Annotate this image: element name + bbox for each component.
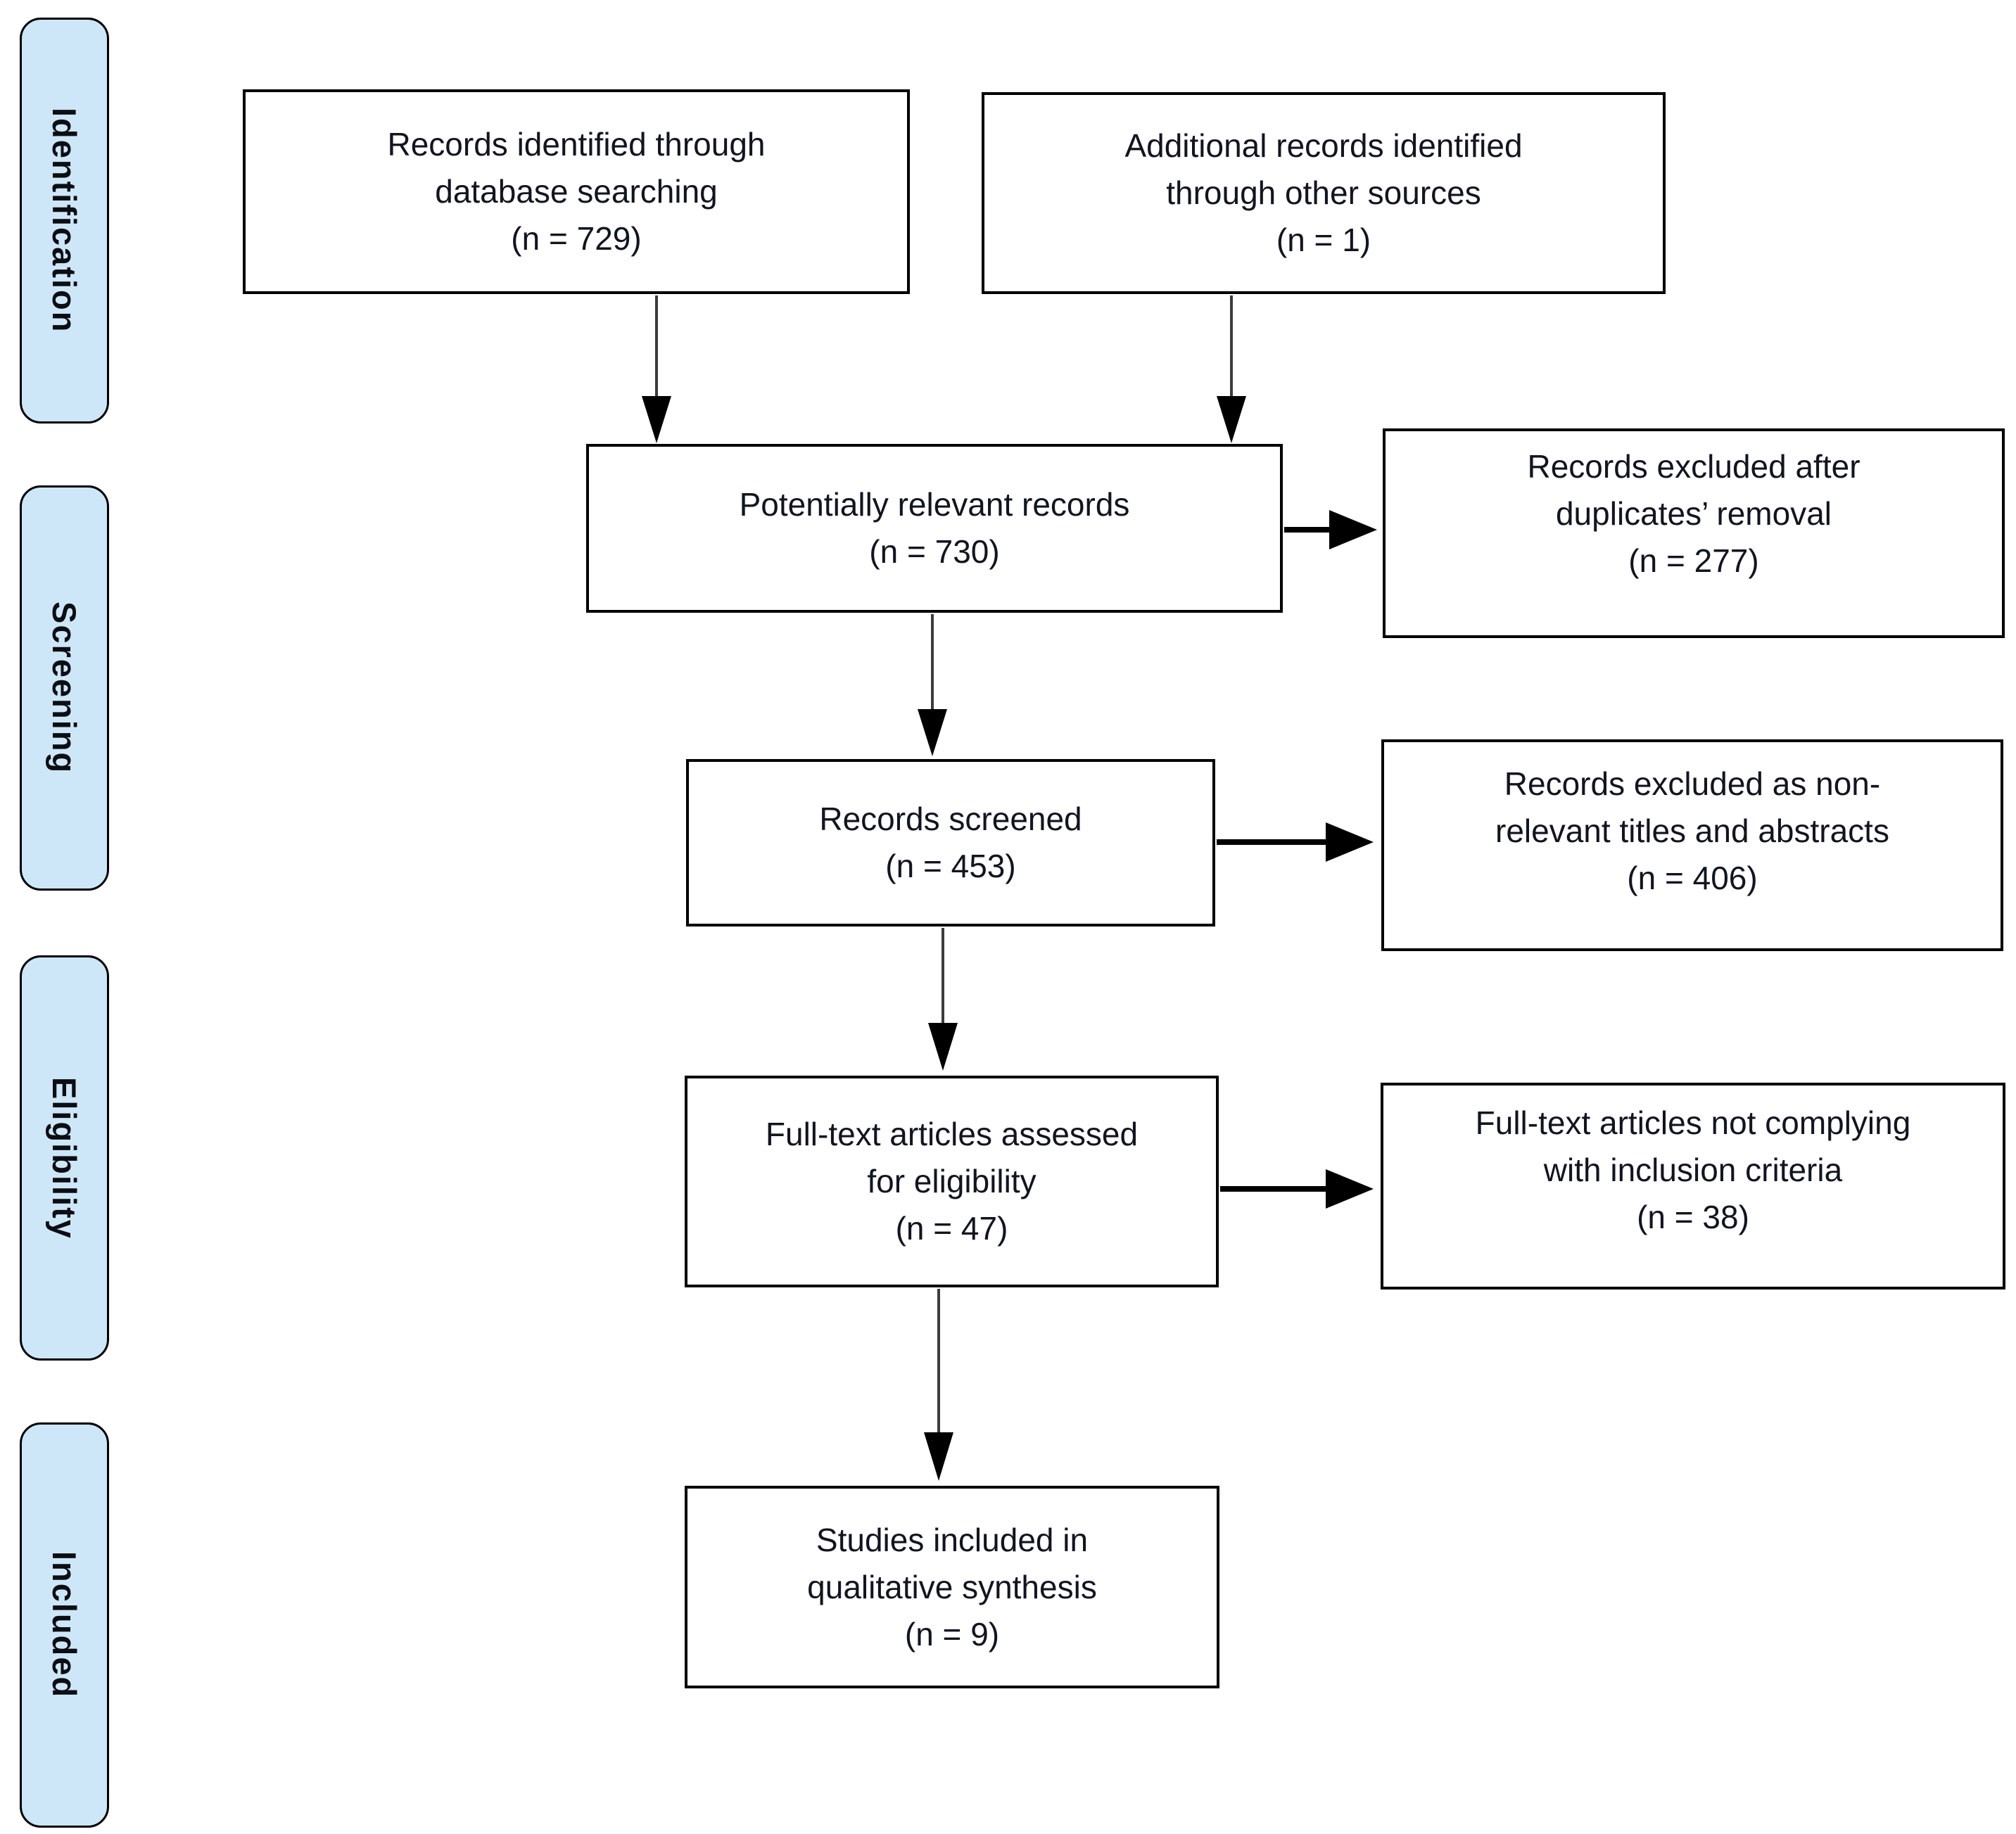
text-line: (n = 47) (895, 1210, 1008, 1247)
stage-label: Screening (46, 601, 83, 775)
excluded-nonrelevant-box: Records excluded as non- relevant titles… (1381, 739, 2003, 951)
text-line: Records excluded as non- (1504, 765, 1881, 802)
text-line: Full-text articles assessed (765, 1116, 1139, 1152)
text-line: with inclusion criteria (1543, 1152, 1843, 1188)
text-line: (n = 38) (1637, 1199, 1749, 1235)
text-line: database searching (435, 173, 718, 210)
text-line: (n = 406) (1627, 860, 1758, 896)
arrow-additional-to-relevant (1217, 295, 1246, 443)
stage-included: Included (20, 1422, 109, 1828)
stage-label: Eligibility (46, 1076, 83, 1240)
arrow-screened-to-nonrelevant-excluded (1217, 822, 1374, 862)
arrow-fulltext-to-included (924, 1289, 953, 1481)
text-line: (n = 1) (1276, 222, 1371, 258)
text-line: through other sources (1166, 174, 1481, 211)
stage-label: Included (46, 1551, 83, 1699)
stage-screening: Screening (20, 485, 109, 891)
text-line: Records excluded after (1527, 448, 1860, 485)
potentially-relevant-box: Potentially relevant records (n = 730) (586, 444, 1283, 613)
arrow-screened-to-fulltext (928, 928, 958, 1071)
stage-label: Identification (46, 108, 83, 333)
text-line: for eligibility (867, 1163, 1036, 1199)
arrow-relevant-to-screened (918, 614, 947, 756)
text-line: (n = 9) (904, 1615, 1000, 1652)
text-line: (n = 730) (869, 533, 1000, 570)
arrow-identified-to-relevant (642, 295, 671, 443)
text-line: duplicates’ removal (1555, 495, 1832, 532)
fulltext-assessed-box: Full-text articles assessed for eligibil… (685, 1076, 1219, 1287)
arrow-fulltext-to-excluded (1220, 1169, 1374, 1209)
text-line: (n = 729) (511, 220, 642, 257)
studies-included-box: Studies included in qualitative synthesi… (685, 1486, 1219, 1688)
text-line: (n = 277) (1628, 542, 1759, 579)
text-line: Potentially relevant records (739, 486, 1130, 523)
stage-identification: Identification (20, 18, 109, 424)
fulltext-excluded-box: Full-text articles not complying with in… (1381, 1083, 2005, 1289)
records-screened-box: Records screened (n = 453) (686, 759, 1215, 926)
text-line: qualitative synthesis (807, 1568, 1097, 1605)
text-line: Records identified through (387, 126, 766, 163)
text-line: Additional records identified (1124, 127, 1523, 164)
text-line: (n = 453) (885, 848, 1016, 884)
text-line: relevant titles and abstracts (1495, 813, 1889, 849)
stage-eligibility: Eligibility (20, 955, 109, 1361)
additional-records-box: Additional records identified through ot… (982, 92, 1666, 294)
text-line: Full-text articles not complying (1475, 1104, 1911, 1141)
text-line: Studies included in (816, 1521, 1089, 1558)
records-identified-box: Records identified through database sear… (243, 89, 910, 294)
text-line: Records screened (819, 801, 1082, 837)
arrow-relevant-to-duplicates-excluded (1284, 510, 1377, 549)
excluded-duplicates-box: Records excluded after duplicates’ remov… (1383, 428, 2005, 638)
